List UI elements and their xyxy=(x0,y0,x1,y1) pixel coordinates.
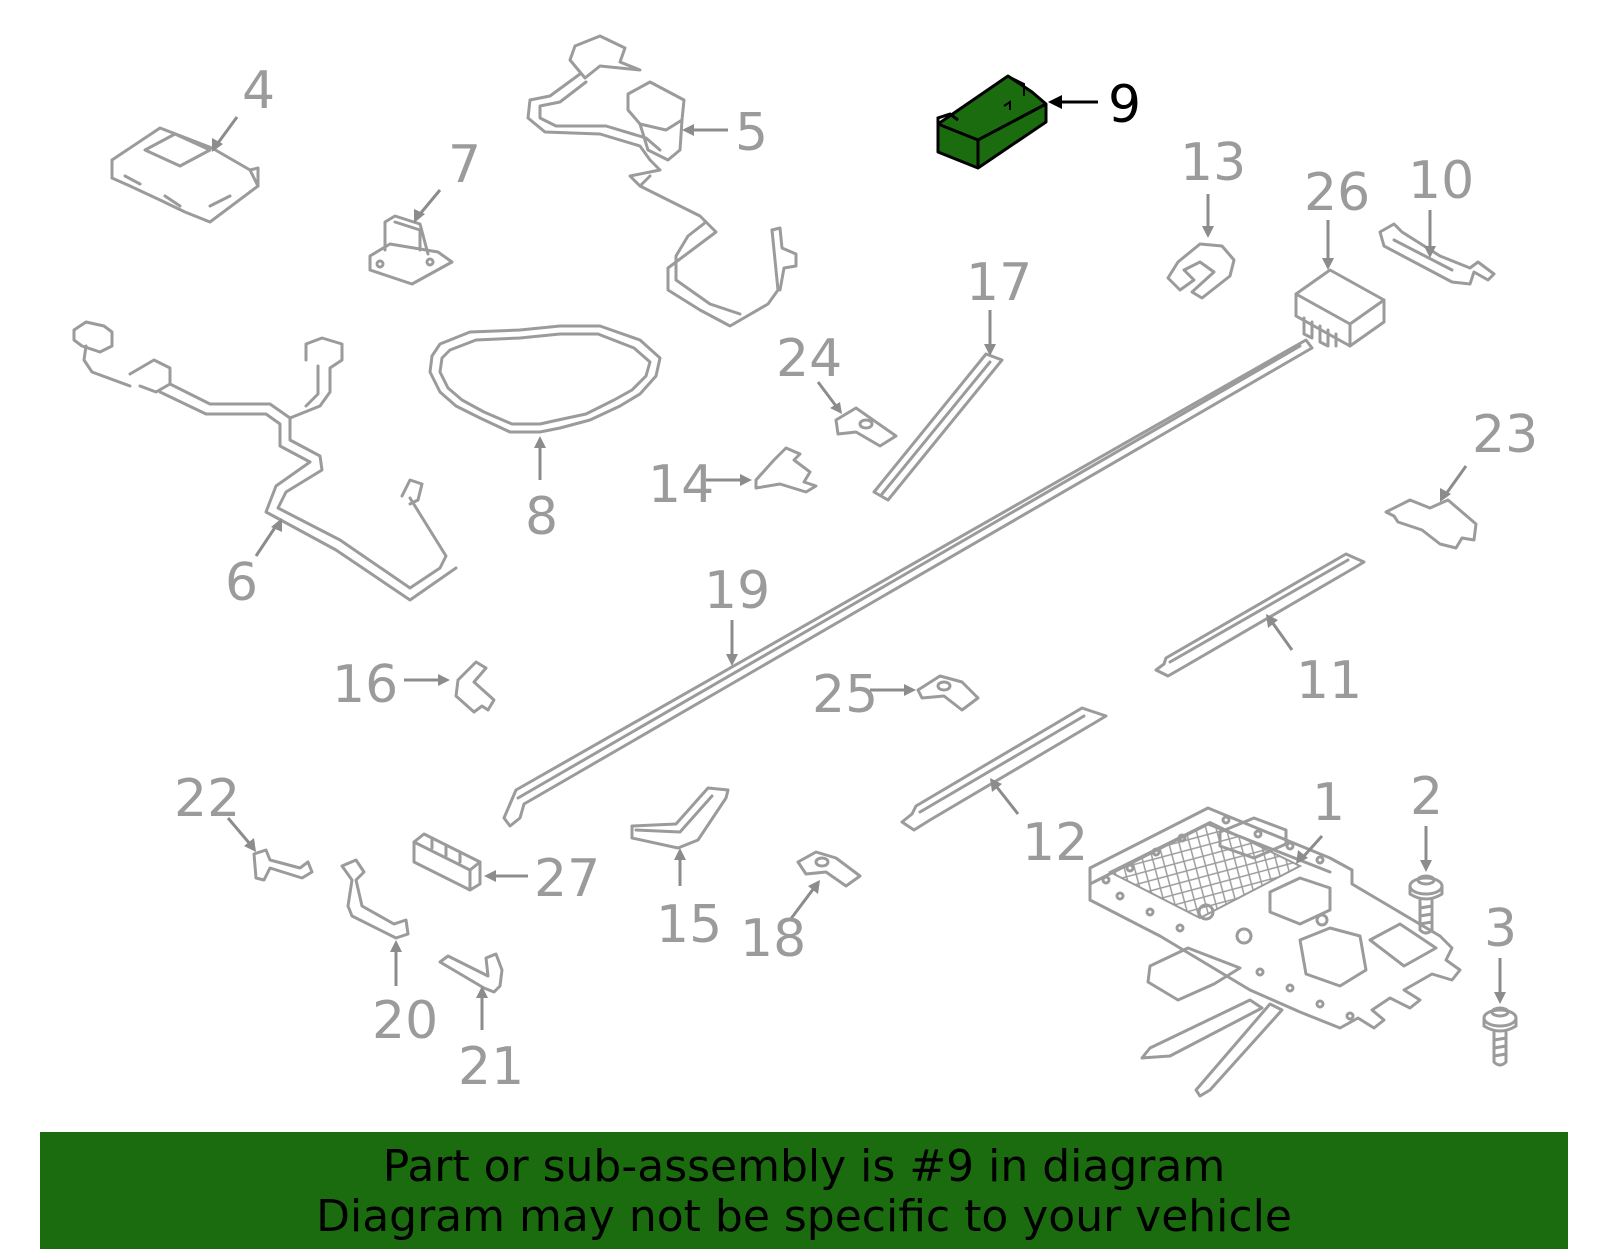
callout-number-5: 5 xyxy=(735,103,768,163)
part-8-seal-ring[interactable] xyxy=(428,324,662,434)
callout-number-24: 24 xyxy=(776,329,842,389)
part-4-module[interactable] xyxy=(110,126,260,224)
part-20-bracket[interactable] xyxy=(340,858,410,940)
callout-25: 25 xyxy=(812,665,916,725)
part-3-bolt[interactable] xyxy=(1482,1006,1518,1067)
part-21-bracket[interactable] xyxy=(438,952,504,994)
part-1-tray-assembly[interactable] xyxy=(1088,806,1462,1098)
callout-2: 2 xyxy=(1410,767,1443,872)
callout-17: 17 xyxy=(966,253,1032,356)
callout-number-10: 10 xyxy=(1408,151,1474,211)
callout-number-25: 25 xyxy=(812,665,878,725)
notice-line-disclaimer: Diagram may not be specific to your vehi… xyxy=(316,1191,1292,1242)
callout-11: 11 xyxy=(1266,614,1362,711)
callout-number-15: 15 xyxy=(656,895,722,955)
callout-22: 22 xyxy=(174,769,256,852)
callout-number-3: 3 xyxy=(1484,899,1517,959)
callout-number-19: 19 xyxy=(704,561,770,621)
callout-26: 26 xyxy=(1304,163,1370,270)
part-24-bracket[interactable] xyxy=(834,406,898,448)
callout-21: 21 xyxy=(458,986,524,1097)
callout-4: 4 xyxy=(212,61,275,152)
part-14-clip[interactable] xyxy=(754,446,818,494)
part-26-cover[interactable] xyxy=(1294,268,1386,348)
callout-number-26: 26 xyxy=(1304,163,1370,223)
callout-16: 16 xyxy=(332,655,450,715)
callout-24: 24 xyxy=(776,329,842,414)
callout-18: 18 xyxy=(740,880,820,969)
callout-13: 13 xyxy=(1180,133,1246,238)
part-15-bracket[interactable] xyxy=(630,786,730,850)
callout-number-23: 23 xyxy=(1472,405,1538,465)
callout-15: 15 xyxy=(656,848,722,955)
part-22-clip[interactable] xyxy=(252,848,314,882)
callout-23: 23 xyxy=(1440,405,1538,502)
callout-1: 1 xyxy=(1296,773,1345,864)
part-19-long-rail[interactable] xyxy=(502,338,1314,828)
callout-20: 20 xyxy=(372,940,438,1051)
part-13-clip[interactable] xyxy=(1166,242,1236,300)
callout-8: 8 xyxy=(525,436,558,547)
callout-14: 14 xyxy=(648,455,752,515)
callout-5: 5 xyxy=(682,103,768,163)
notice-line-part-reference: Part or sub-assembly is #9 in diagram xyxy=(382,1141,1226,1192)
callout-12: 12 xyxy=(990,778,1088,873)
part-2-bolt[interactable] xyxy=(1408,874,1444,935)
callout-3: 3 xyxy=(1484,899,1517,1004)
callout-number-18: 18 xyxy=(740,909,806,969)
callout-number-21: 21 xyxy=(458,1037,524,1097)
part-5-wire-harness[interactable] xyxy=(526,34,798,328)
callout-number-1: 1 xyxy=(1312,773,1345,833)
callout-number-7: 7 xyxy=(448,135,481,195)
callout-10: 10 xyxy=(1408,151,1474,258)
callout-7: 7 xyxy=(414,135,481,223)
callout-number-9: 9 xyxy=(1108,75,1141,135)
callout-number-6: 6 xyxy=(225,553,258,613)
callout-19: 19 xyxy=(704,561,770,666)
callout-number-8: 8 xyxy=(525,487,558,547)
callout-6: 6 xyxy=(225,518,282,613)
part-10-bracket[interactable] xyxy=(1378,222,1496,286)
part-9-highlighted-component[interactable] xyxy=(936,74,1048,170)
part-11-rail[interactable] xyxy=(1154,552,1366,678)
part-7-bracket[interactable] xyxy=(368,214,454,286)
notice-banner: Part or sub-assembly is #9 in diagram Di… xyxy=(40,1132,1568,1249)
callout-number-14: 14 xyxy=(648,455,714,515)
callout-number-22: 22 xyxy=(174,769,240,829)
part-18-bracket[interactable] xyxy=(796,850,862,888)
part-25-bracket[interactable] xyxy=(916,674,980,712)
callout-number-13: 13 xyxy=(1180,133,1246,193)
callout-number-20: 20 xyxy=(372,991,438,1051)
callout-number-11: 11 xyxy=(1296,651,1362,711)
callout-number-16: 16 xyxy=(332,655,398,715)
callout-number-2: 2 xyxy=(1410,767,1443,827)
callout-9: 9 xyxy=(1048,75,1141,135)
part-6-wire-harness[interactable] xyxy=(72,320,458,602)
callout-number-27: 27 xyxy=(534,849,600,909)
part-16-clip[interactable] xyxy=(454,660,496,714)
callout-number-17: 17 xyxy=(966,253,1032,313)
part-23-bracket[interactable] xyxy=(1384,498,1478,550)
part-27-connector-block[interactable] xyxy=(412,832,482,892)
callout-27: 27 xyxy=(484,849,600,909)
callout-number-4: 4 xyxy=(242,61,275,121)
callout-number-12: 12 xyxy=(1022,813,1088,873)
part-17-strip[interactable] xyxy=(872,352,1004,502)
part-12-rail[interactable] xyxy=(900,706,1108,832)
